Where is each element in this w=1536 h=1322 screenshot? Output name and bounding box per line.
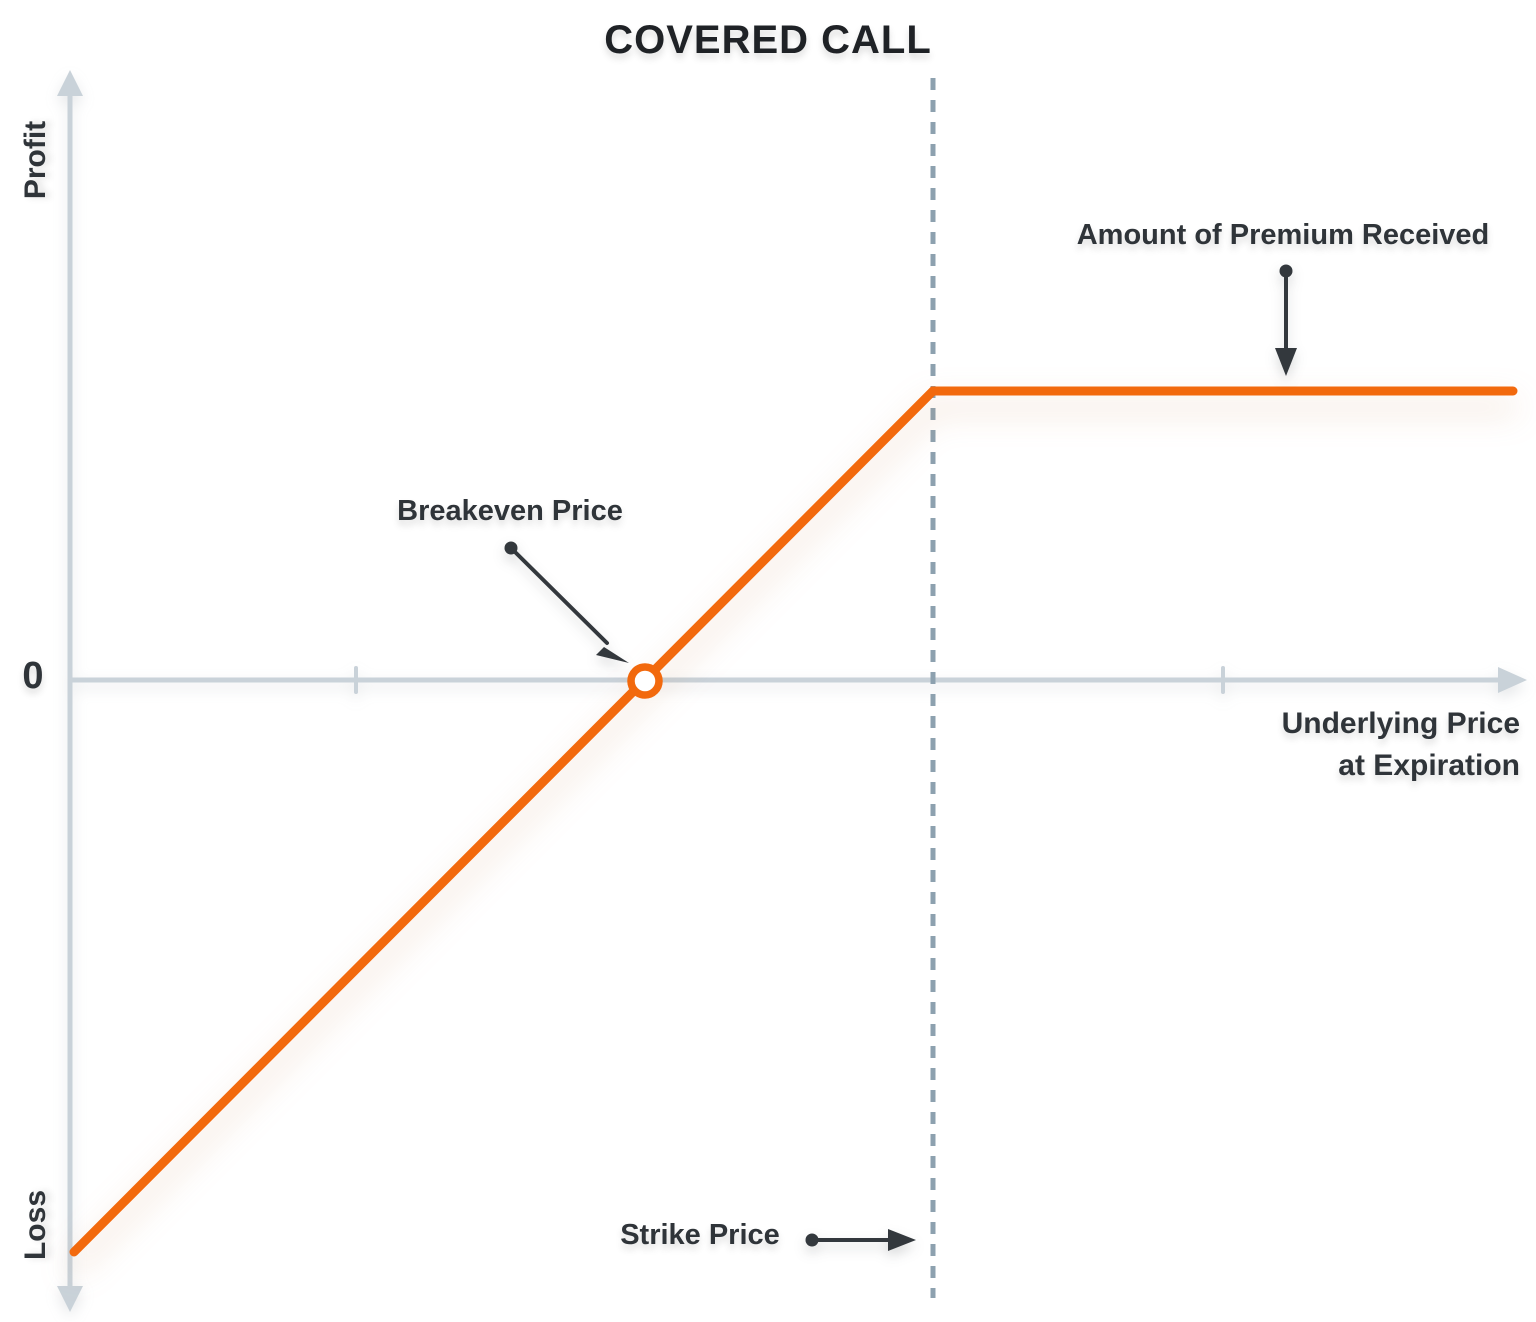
premium-arrow: [1275, 264, 1297, 376]
breakeven-arrow: [504, 541, 629, 663]
payoff-line: [69, 386, 1518, 1257]
premium-received-label: Amount of Premium Received: [1076, 219, 1490, 251]
payoff-line-group: [69, 386, 1518, 1257]
strike-price-label: Strike Price: [620, 1219, 780, 1251]
strike-arrow: [805, 1229, 916, 1251]
breakeven-marker: [627, 663, 663, 699]
x-axis-label-line2: at Expiration: [1338, 749, 1520, 782]
strike-arrowhead-icon: [888, 1229, 916, 1251]
axes: [57, 70, 1527, 1312]
x-axis-label-line1: Underlying Price: [1281, 707, 1520, 740]
breakeven-price-label: Breakeven Price: [397, 495, 623, 527]
breakeven-arrowhead-icon: [596, 647, 629, 663]
y-axis-label-loss: Loss: [19, 1189, 52, 1261]
x-axis-right-arrow-icon: [1498, 667, 1527, 693]
origin-zero-label: 0: [22, 655, 44, 697]
y-axis-up-arrow-icon: [57, 70, 83, 96]
y-axis-down-arrow-icon: [57, 1286, 83, 1312]
breakeven-arrow-line: [509, 546, 609, 645]
premium-arrowhead-icon: [1275, 348, 1297, 376]
x-axis-label: Underlying Price at Expiration: [1282, 703, 1520, 787]
y-axis-label-profit: Profit: [19, 120, 52, 200]
chart-title: COVERED CALL: [604, 18, 932, 62]
